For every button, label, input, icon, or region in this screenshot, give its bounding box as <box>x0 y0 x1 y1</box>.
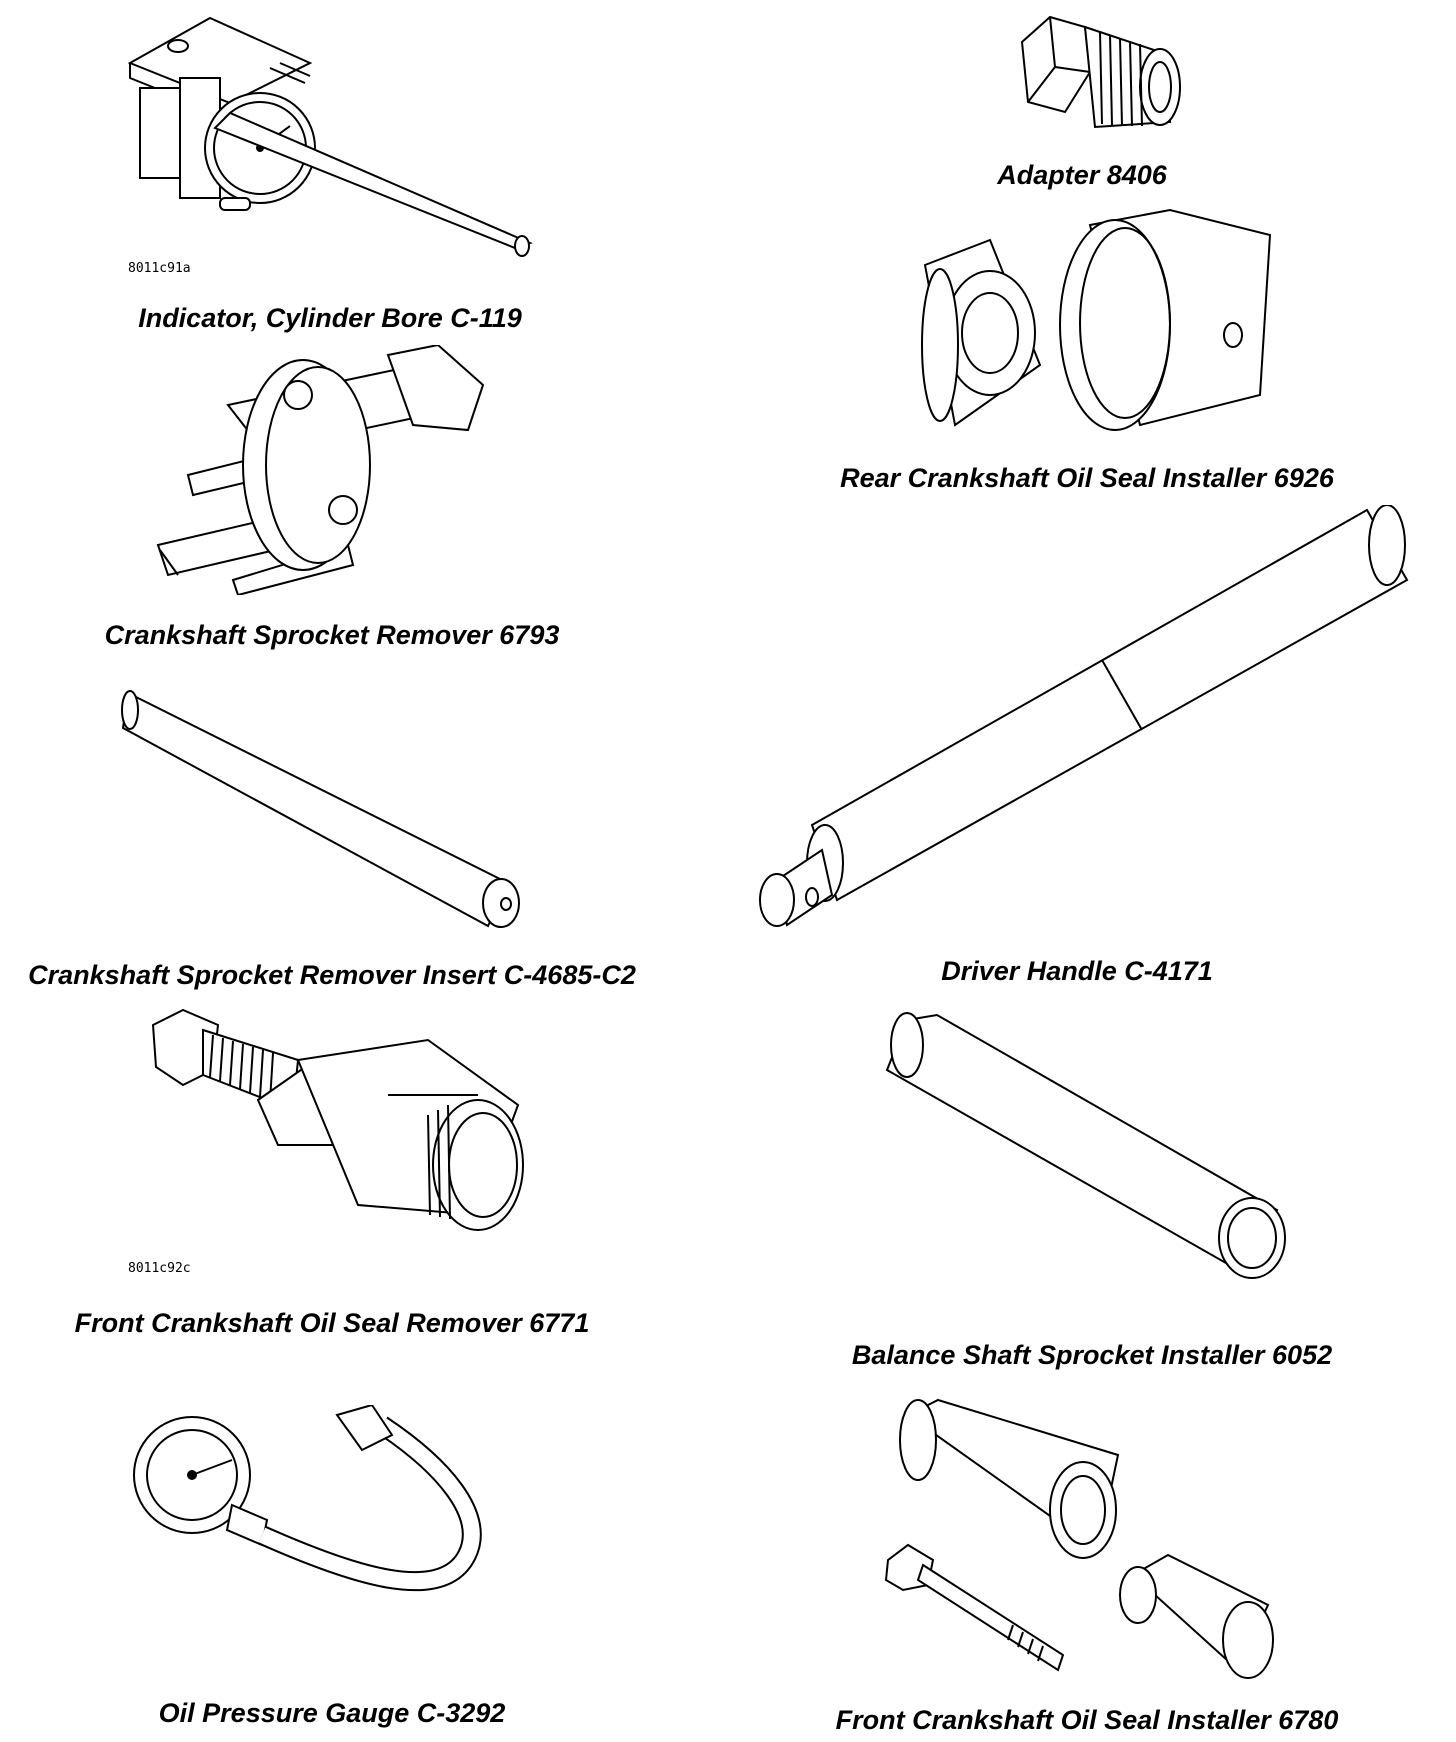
caption-oil-pressure-gauge: Oil Pressure Gauge C-3292 <box>158 1698 506 1728</box>
caption-sprocket-remover-insert: Crankshaft Sprocket Remover Insert C-468… <box>28 960 636 990</box>
cylinder-bore-indicator-illustration <box>120 8 540 270</box>
caption-cylinder-bore-indicator: Indicator, Cylinder Bore C-119 <box>138 303 522 333</box>
driver-handle-illustration <box>752 505 1412 935</box>
rear-seal-installer-illustration <box>880 205 1280 440</box>
caption-sprocket-remover: Crankshaft Sprocket Remover 6793 <box>104 620 560 650</box>
front-seal-installer-illustration <box>878 1395 1308 1690</box>
adapter-illustration <box>1010 12 1190 137</box>
caption-driver-handle: Driver Handle C-4171 <box>941 956 1213 986</box>
figure-code-top: 8011c91a <box>128 261 191 276</box>
caption-balance-shaft-installer: Balance Shaft Sprocket Installer 6052 <box>851 1340 1333 1370</box>
front-seal-remover-illustration <box>148 1005 538 1250</box>
figure-code-bottom: 8011c92c <box>128 1261 191 1276</box>
caption-front-seal-remover: Front Crankshaft Oil Seal Remover 6771 <box>74 1308 590 1338</box>
sprocket-remover-insert-illustration <box>118 668 538 933</box>
caption-rear-seal-installer: Rear Crankshaft Oil Seal Installer 6926 <box>840 463 1334 493</box>
caption-front-seal-installer: Front Crankshaft Oil Seal Installer 6780 <box>835 1705 1339 1735</box>
sprocket-remover-illustration <box>148 345 518 595</box>
balance-shaft-installer-illustration <box>882 1010 1287 1285</box>
caption-adapter: Adapter 8406 <box>997 160 1167 190</box>
oil-pressure-gauge-illustration <box>122 1405 542 1665</box>
